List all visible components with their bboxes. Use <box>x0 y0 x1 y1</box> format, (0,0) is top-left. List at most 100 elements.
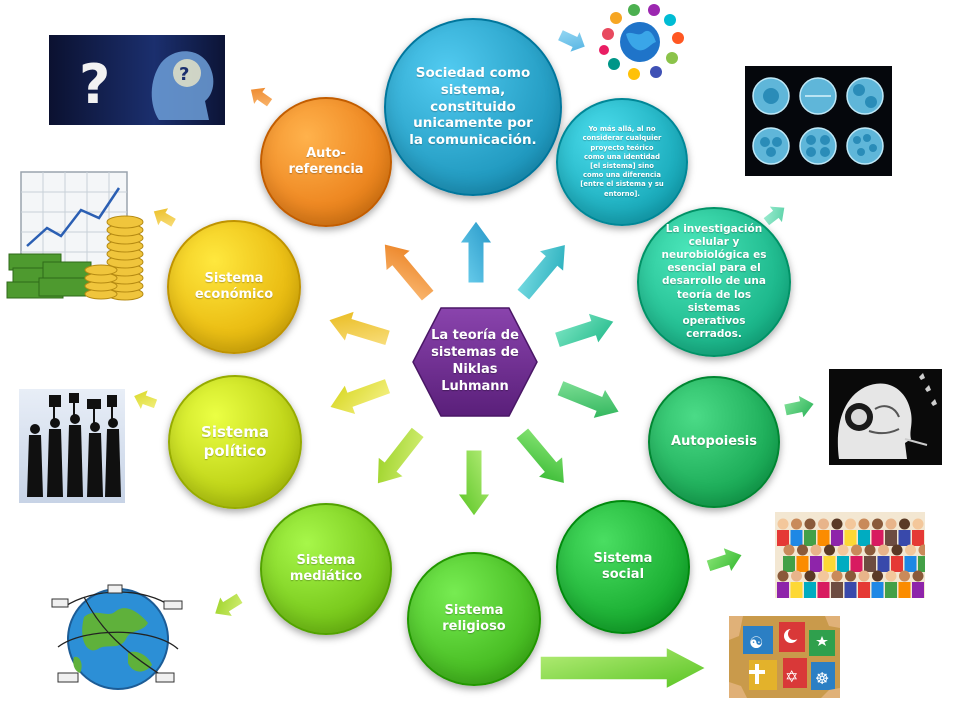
crowd-image <box>775 512 925 598</box>
crowd-person-body <box>912 530 924 546</box>
node-politico: Sistema político <box>168 375 302 509</box>
crowd-person-body <box>804 582 816 598</box>
crowd-person-head <box>851 544 862 556</box>
crowd-person-body <box>817 582 830 598</box>
crowd-person-head <box>878 544 889 556</box>
crowd-person-body <box>817 530 830 546</box>
crowd-person-head <box>797 544 808 556</box>
crowd-person-body <box>790 530 803 546</box>
arrow-to-people-silhouettes <box>132 388 159 412</box>
crowd-person-head <box>858 570 870 582</box>
crowd-person-body <box>777 530 789 546</box>
node-mediatico-label: Sistema mediático <box>289 552 363 584</box>
crowd-person-body <box>877 556 890 572</box>
crowd-person-head <box>818 518 829 530</box>
crowd-person-head <box>831 570 843 582</box>
crowd-person-head <box>783 544 795 556</box>
crowd-person-body <box>885 582 897 598</box>
center-label: La teoría de sistemas de Niklas Luhmann <box>431 328 519 394</box>
crowd-person-head <box>885 518 897 530</box>
crowd-person-body <box>777 582 789 598</box>
svg-text:☯: ☯ <box>749 633 763 652</box>
cells-image <box>745 66 892 176</box>
crowd-person-head <box>918 544 925 556</box>
arrow-to-globe-apps <box>556 28 587 54</box>
crowd-person-head <box>845 570 856 582</box>
crowd-person-body <box>904 556 917 572</box>
crowd-person-body <box>885 530 897 546</box>
crowd-person-body <box>837 556 849 572</box>
node-social: Sistema social <box>556 500 690 634</box>
arrow-to-autopoiesis <box>556 379 621 420</box>
crowd-person-body <box>898 582 911 598</box>
crowd-person-body <box>810 556 822 572</box>
religion-symbols-drawing: ✡ ☸ ☯ <box>729 616 840 698</box>
svg-text:☸: ☸ <box>815 669 829 688</box>
question-head-drawing: ? ? <box>79 51 214 120</box>
crowd-person-head <box>831 518 843 530</box>
node-nota: Yo más allá, al no considerar cualquier … <box>556 98 688 226</box>
arrow-to-mediatico <box>376 426 426 485</box>
crowd-person-body <box>858 582 870 598</box>
crowd-person-head <box>885 570 897 582</box>
money-chart-drawing <box>6 171 144 301</box>
arrow-to-economico <box>327 310 391 347</box>
crowd-drawing <box>777 518 925 598</box>
crowd-person-head <box>777 518 789 530</box>
crowd-person-body <box>871 530 884 546</box>
globe-apps-drawing <box>599 4 684 80</box>
arrow-to-politico <box>328 377 392 416</box>
crowd-person-head <box>804 518 816 530</box>
svg-text:✡: ✡ <box>785 667 798 686</box>
svg-text:?: ? <box>79 53 110 116</box>
crowd-person-head <box>912 518 924 530</box>
head-skeleton-drawing <box>837 373 937 459</box>
crowd-person-head <box>899 570 910 582</box>
node-religioso-label: Sistema religioso <box>442 602 506 634</box>
crowd-person-body <box>850 556 863 572</box>
globe-apps-image <box>594 4 686 80</box>
crowd-person-body <box>844 582 857 598</box>
head-skeleton-image <box>829 369 942 465</box>
crowd-person-body <box>831 582 843 598</box>
crowd-person-body <box>831 530 843 546</box>
money-chart-image <box>3 166 147 302</box>
crowd-person-head <box>872 570 883 582</box>
crowd-person-body <box>823 556 836 572</box>
arrow-to-world-transport <box>213 592 244 618</box>
crowd-person-head <box>810 544 822 556</box>
arrow-to-autoreferencia <box>383 243 435 302</box>
arrow-to-social <box>515 427 565 485</box>
crowd-person-body <box>918 556 925 572</box>
crowd-person-body <box>891 556 903 572</box>
crowd-person-head <box>824 544 835 556</box>
arrow-to-religion-symbols <box>539 645 708 691</box>
crowd-person-head <box>804 570 816 582</box>
node-autopoiesis-label: Autopoiesis <box>671 433 757 449</box>
cells-drawing <box>752 77 884 165</box>
arrow-to-investigacion <box>553 312 615 349</box>
arrow-to-religioso <box>457 449 491 517</box>
node-autoreferencia-label: Auto- referencia <box>288 145 364 177</box>
svg-text:?: ? <box>179 64 189 85</box>
node-economico: Sistema económico <box>167 220 301 354</box>
crowd-person-head <box>858 518 870 530</box>
religion-symbols-image: ✡ ☸ ☯ <box>729 616 840 698</box>
node-religioso: Sistema religioso <box>407 552 541 686</box>
crowd-person-head <box>864 544 876 556</box>
node-sociedad-label: Sociedad como sistema, constituido unica… <box>409 64 537 149</box>
crowd-person-head <box>837 544 849 556</box>
arrow-to-question-head <box>249 86 274 108</box>
crowd-person-body <box>864 556 876 572</box>
crowd-person-body <box>790 582 803 598</box>
crowd-person-body <box>912 582 924 598</box>
crowd-person-body <box>858 530 870 546</box>
crowd-person-body <box>898 530 911 546</box>
node-investigacion-label: La investigación celular y neurobiológic… <box>661 222 767 340</box>
crowd-person-head <box>818 570 829 582</box>
arrow-to-nota <box>516 243 566 301</box>
crowd-person-head <box>891 544 903 556</box>
world-transport-image <box>44 577 192 695</box>
